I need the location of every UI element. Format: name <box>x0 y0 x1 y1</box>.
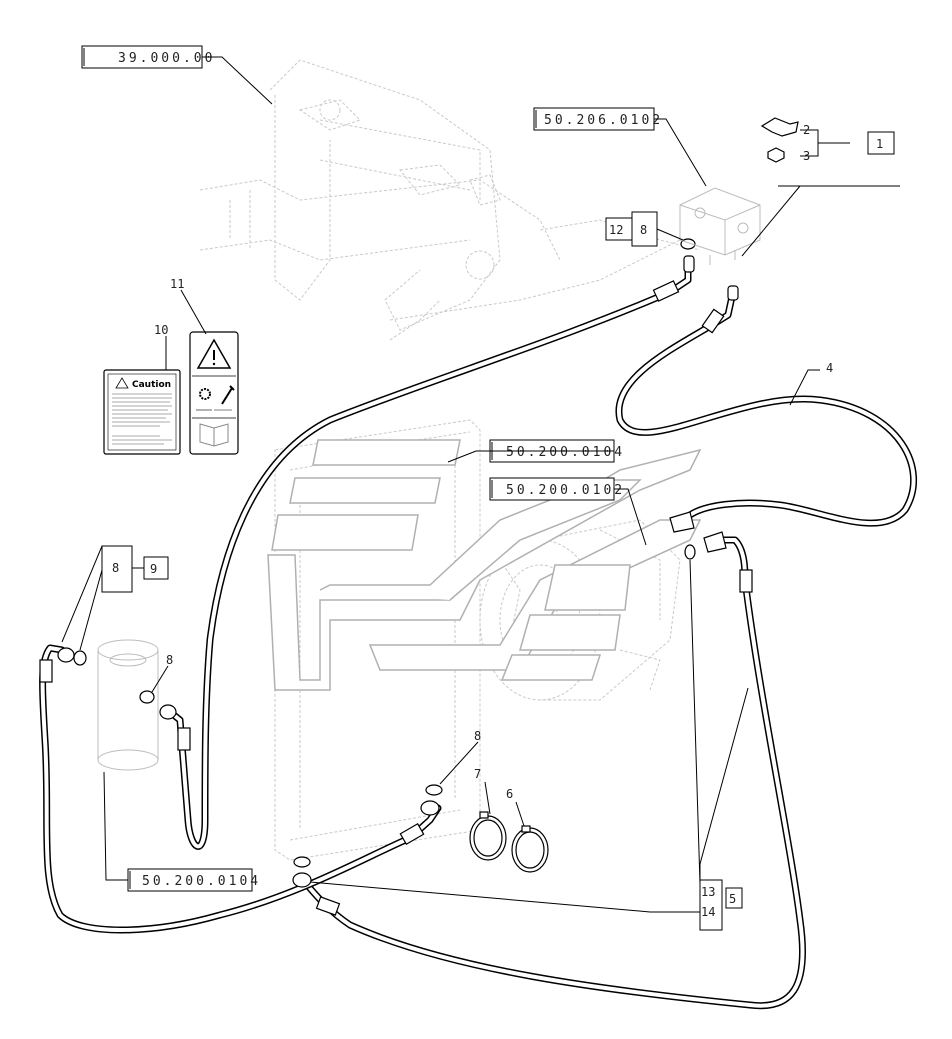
o-ring-compressor <box>684 544 696 560</box>
callout-number-9: 9 <box>150 562 157 576</box>
ref-box-top-right: 50.206.0102 <box>533 107 663 131</box>
callout-number-4: 4 <box>826 361 833 375</box>
callout-box-8-9: 8 9 <box>101 545 169 593</box>
callout-number-14: 14 <box>701 905 715 919</box>
callout-box-12-8: 12 8 <box>605 211 658 247</box>
callout-number-8: 8 <box>474 729 481 743</box>
callout-number-11: 11 <box>170 277 184 291</box>
callout-number-13: 13 <box>701 885 715 899</box>
leader-lines <box>61 56 900 929</box>
callout-number-10: 10 <box>154 323 168 337</box>
callout-number-1: 1 <box>876 137 883 151</box>
ref-box-mid-2: 50.200.0102 <box>489 477 625 501</box>
callout-number-5: 5 <box>729 892 736 906</box>
callout-number-8: 8 <box>166 653 173 667</box>
clamp-6 <box>511 827 549 873</box>
callout-box-5-13-14: 13 14 5 <box>699 879 743 931</box>
expansion-valve <box>679 187 761 265</box>
ref-box-bottom: 50.200.0104 <box>127 868 261 892</box>
ref-text-top-right: 50.206.0102 <box>544 113 663 128</box>
clamps <box>469 811 549 873</box>
book-icon <box>199 423 229 447</box>
fittings <box>39 255 753 916</box>
wrench-icon <box>221 385 235 405</box>
o-ring-bottom <box>293 856 311 868</box>
ref-text-bottom: 50.200.0104 <box>142 874 261 889</box>
callout-number-7: 7 <box>474 767 481 781</box>
caution-decal: Caution <box>103 369 181 455</box>
callout-number-6: 6 <box>506 787 513 801</box>
hose-4 <box>615 288 918 527</box>
clip-2 <box>760 117 799 137</box>
callout-number-8: 8 <box>640 223 647 237</box>
ref-box-top-left: 39.000.00 <box>81 45 215 69</box>
clamp-7 <box>469 815 507 861</box>
o-ring-condenser <box>425 784 443 796</box>
callout-number-12: 12 <box>609 223 623 237</box>
warning-decal <box>189 331 239 455</box>
nut-3 <box>767 147 785 163</box>
ref-text-top-left: 39.000.00 <box>118 51 215 66</box>
caution-title: Caution <box>132 380 171 390</box>
callout-number-3: 3 <box>803 149 810 163</box>
clip-parts <box>760 117 799 163</box>
ghost-frame-assembly <box>199 59 701 341</box>
watermark-logo <box>267 439 702 691</box>
callout-box-1: 1 <box>867 131 895 155</box>
hoses <box>39 261 918 1010</box>
numeric-callouts: 2 3 4 6 7 8 8 10 11 <box>154 123 833 801</box>
warning-triangle-icon <box>196 338 232 369</box>
callout-number-2: 2 <box>803 123 810 137</box>
o-ring-left <box>73 650 87 666</box>
callout-number-8: 8 <box>112 561 119 575</box>
gear-icon <box>199 388 211 400</box>
ref-text-mid-1: 50.200.0104 <box>506 445 625 460</box>
receiver-drier <box>97 639 159 771</box>
o-ring-drier <box>139 690 155 704</box>
ref-text-mid-2: 50.200.0102 <box>506 483 625 498</box>
